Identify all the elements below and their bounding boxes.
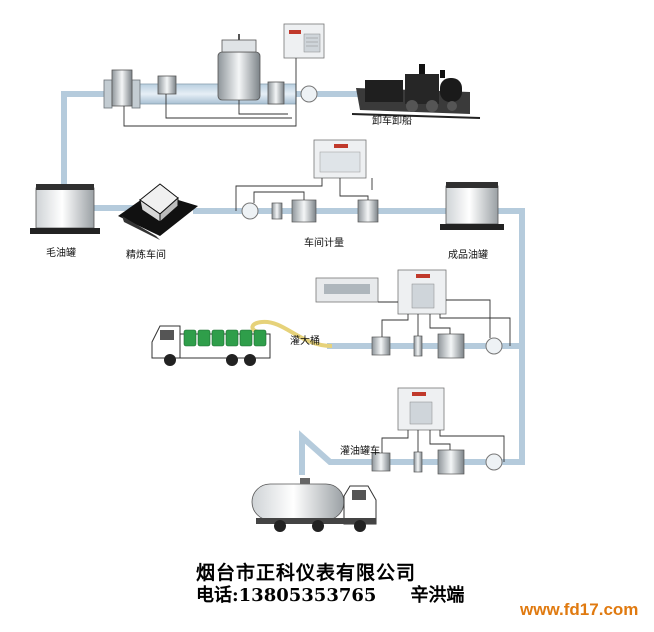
tanker-truck-icon <box>251 478 377 532</box>
label-refinery: 精炼车间 <box>126 250 166 261</box>
control-valve-icon <box>291 199 317 223</box>
pump-icon <box>485 453 503 471</box>
drum-filling-hose <box>250 319 333 348</box>
label-drum-filling: 灌大桶 <box>290 336 320 347</box>
workshop-metering-station <box>235 139 379 223</box>
storage-tank-icon <box>440 182 504 230</box>
cargo-truck-icon <box>151 325 271 366</box>
flow-meter-icon <box>371 336 391 356</box>
label-workshop-metering: 车间计量 <box>304 238 344 249</box>
contact-line: 电话:13805353765 辛洪端 <box>196 581 464 607</box>
phone-label: 电话: <box>196 585 239 606</box>
pump-icon <box>241 202 259 220</box>
label-unloading: 卸车卸船 <box>372 116 412 127</box>
company-name: 烟台市正科仪表有限公司 <box>196 562 417 584</box>
tanker-filling-station <box>371 387 505 475</box>
flow-meter-icon <box>357 199 379 223</box>
website-watermark: www.fd17.com <box>520 600 639 619</box>
flow-meter-icon <box>371 452 391 472</box>
label-crude-tank: 毛油罐 <box>46 248 76 259</box>
display-unit-icon <box>315 277 379 303</box>
house-icon <box>118 183 198 240</box>
locomotive-icon <box>351 64 481 119</box>
label-tanker-filling: 灌油罐车 <box>340 446 380 457</box>
pump-icon <box>485 337 503 355</box>
contact-name: 辛洪端 <box>410 585 465 606</box>
main-pipeline <box>61 91 525 475</box>
pump-icon <box>300 85 318 103</box>
flow-controller-icon <box>313 139 367 179</box>
unloading-station <box>103 23 325 127</box>
control-valve-icon <box>437 333 465 359</box>
phone-number: 13805353765 <box>238 585 377 606</box>
storage-tank-icon <box>30 184 100 234</box>
flow-controller-icon <box>397 269 447 315</box>
drum-filling-station <box>315 269 511 359</box>
strainer-icon <box>111 69 133 107</box>
flow-controller-icon <box>283 23 325 59</box>
label-product-tank: 成品油罐 <box>448 250 488 261</box>
flow-controller-icon <box>397 387 445 431</box>
control-valve-icon <box>437 449 465 475</box>
flow-meter-icon <box>217 51 261 101</box>
